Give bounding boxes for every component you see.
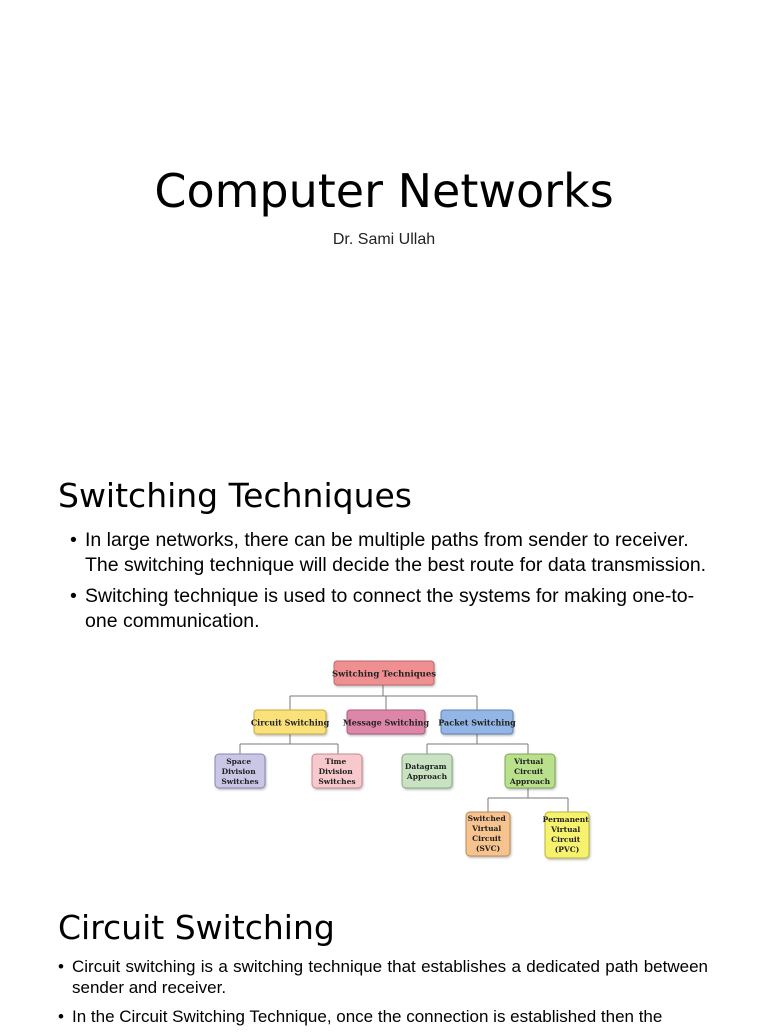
switching-bullet-list: • In large networks, there can be multip… [70,528,710,640]
node-label-line: (PVC) [555,845,580,854]
diagram-node-svc: Switched Virtual Circuit (SVC) [465,811,511,857]
node-label-line: Switched [468,814,507,823]
node-label-line: Switches [221,777,258,786]
node-label-line: Approach [406,772,448,781]
diagram-node-space-division: Space Division Switches [214,753,266,789]
bullet-item: • In large networks, there can be multip… [70,528,710,577]
node-label-line: Virtual [471,824,501,833]
diagram-node-circuit-switching: Circuit Switching [251,709,330,735]
node-label: Switching Techniques [332,670,436,680]
svg-text:Time Division Swit: Time Division Switches [318,757,355,786]
circuit-switching-bullet-list: • Circuit switching is a switching techn… [58,956,708,1035]
bullet-icon: • [58,957,64,976]
node-label-line: Division [319,767,354,776]
node-label: Circuit Switching [251,718,330,728]
node-label-line: Virtual [513,757,543,766]
node-label-line: Virtual [550,825,580,834]
slide-title: Computer Networks Dr. Sami Ullah [0,0,768,440]
diagram-node-pvc: Permanent Virtual Circuit (PVC) [543,811,592,859]
bullet-icon: • [70,529,77,551]
presentation-title: Computer Networks [154,164,614,218]
node-label: Packet Switching [438,718,516,728]
diagram-node-message-switching: Message Switching [343,709,430,735]
bullet-item: • Circuit switching is a switching techn… [58,956,708,998]
connector-lines [239,685,569,812]
node-label-line: Datagram [405,762,447,771]
node-label-line: Circuit [551,835,581,844]
author-name: Dr. Sami Ullah [332,231,436,248]
node-label-line: Circuit [514,767,544,776]
slide-heading-switching-techniques: Switching Techniques [58,476,412,515]
diagram-node-packet-switching: Packet Switching [438,709,516,735]
svg-text:Datagram Approach: Datagram Approach [405,762,449,781]
bullet-text: Switching technique is used to connect t… [85,585,695,632]
node-label-line: Circuit [472,834,502,843]
svg-text:Space Division Swi: Space Division Switches [221,757,258,786]
diagram-node-datagram-approach: Datagram Approach [401,753,453,789]
node-label: Message Switching [343,718,430,728]
svg-text:Switched Virtual C: Switched Virtual Circuit (SVC) [468,814,509,853]
bullet-item: • In the Circuit Switching Technique, on… [58,1006,708,1027]
svg-text:Virtual Circuit Ap: Virtual Circuit Approach [509,757,551,786]
bullet-text: In large networks, there can be multiple… [85,529,707,576]
diagram-node-root: Switching Techniques [332,660,436,686]
node-label-line: (SVC) [476,844,500,853]
diagram-node-time-division: Time Division Switches [311,753,363,789]
node-label-line: Space [226,757,251,766]
slide-heading-circuit-switching: Circuit Switching [58,908,335,947]
svg-text:Permanent Virtual: Permanent Virtual Circuit (PVC) [543,815,592,854]
node-label-line: Permanent [543,815,590,824]
node-label-line: Division [222,767,257,776]
bullet-text: In the Circuit Switching Technique, once… [72,1007,663,1026]
node-label-line: Approach [509,777,551,786]
node-label-line: Time [325,757,346,766]
switching-techniques-diagram: Switching Techniques Circuit Switching M… [214,660,592,859]
bullet-text: Circuit switching is a switching techniq… [72,957,708,997]
diagram-node-virtual-circuit-approach: Virtual Circuit Approach [504,753,556,789]
bullet-icon: • [70,585,77,607]
node-label-line: Switches [318,777,355,786]
bullet-icon: • [58,1007,64,1026]
bullet-item: • Switching technique is used to connect… [70,584,710,633]
